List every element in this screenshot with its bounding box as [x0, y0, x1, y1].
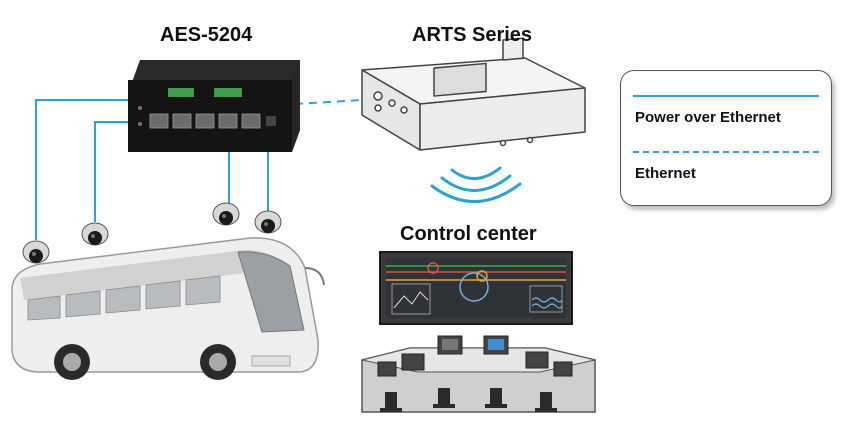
camera-icon [81, 222, 109, 246]
control-center-label: Control center [400, 223, 537, 245]
camera-icon [22, 240, 50, 264]
legend-ethernet-line [633, 151, 819, 153]
video-wall [379, 251, 573, 325]
ethernet-link-aes-arts [294, 99, 363, 105]
legend-ethernet-label: Ethernet [635, 165, 696, 182]
bus-wheel [200, 344, 236, 380]
aes-5204-device [128, 60, 300, 152]
arts-series-device [361, 37, 586, 151]
control-desk [361, 335, 596, 413]
arts-series-label: ARTS Series [412, 24, 533, 46]
poe-link-camera-1 [35, 99, 128, 240]
camera-icon [212, 202, 240, 226]
legend-poe-line [633, 95, 819, 97]
bus-wheel [54, 344, 90, 380]
aes-5204-label: AES-5204 [160, 24, 253, 46]
camera-icon [254, 210, 282, 234]
wireless-signal-icon [430, 166, 522, 203]
legend-poe-label: Power over Ethernet [635, 109, 781, 126]
dome-cameras [22, 202, 282, 264]
legend: Power over Ethernet Ethernet [620, 70, 832, 206]
bus-illustration [11, 237, 325, 380]
